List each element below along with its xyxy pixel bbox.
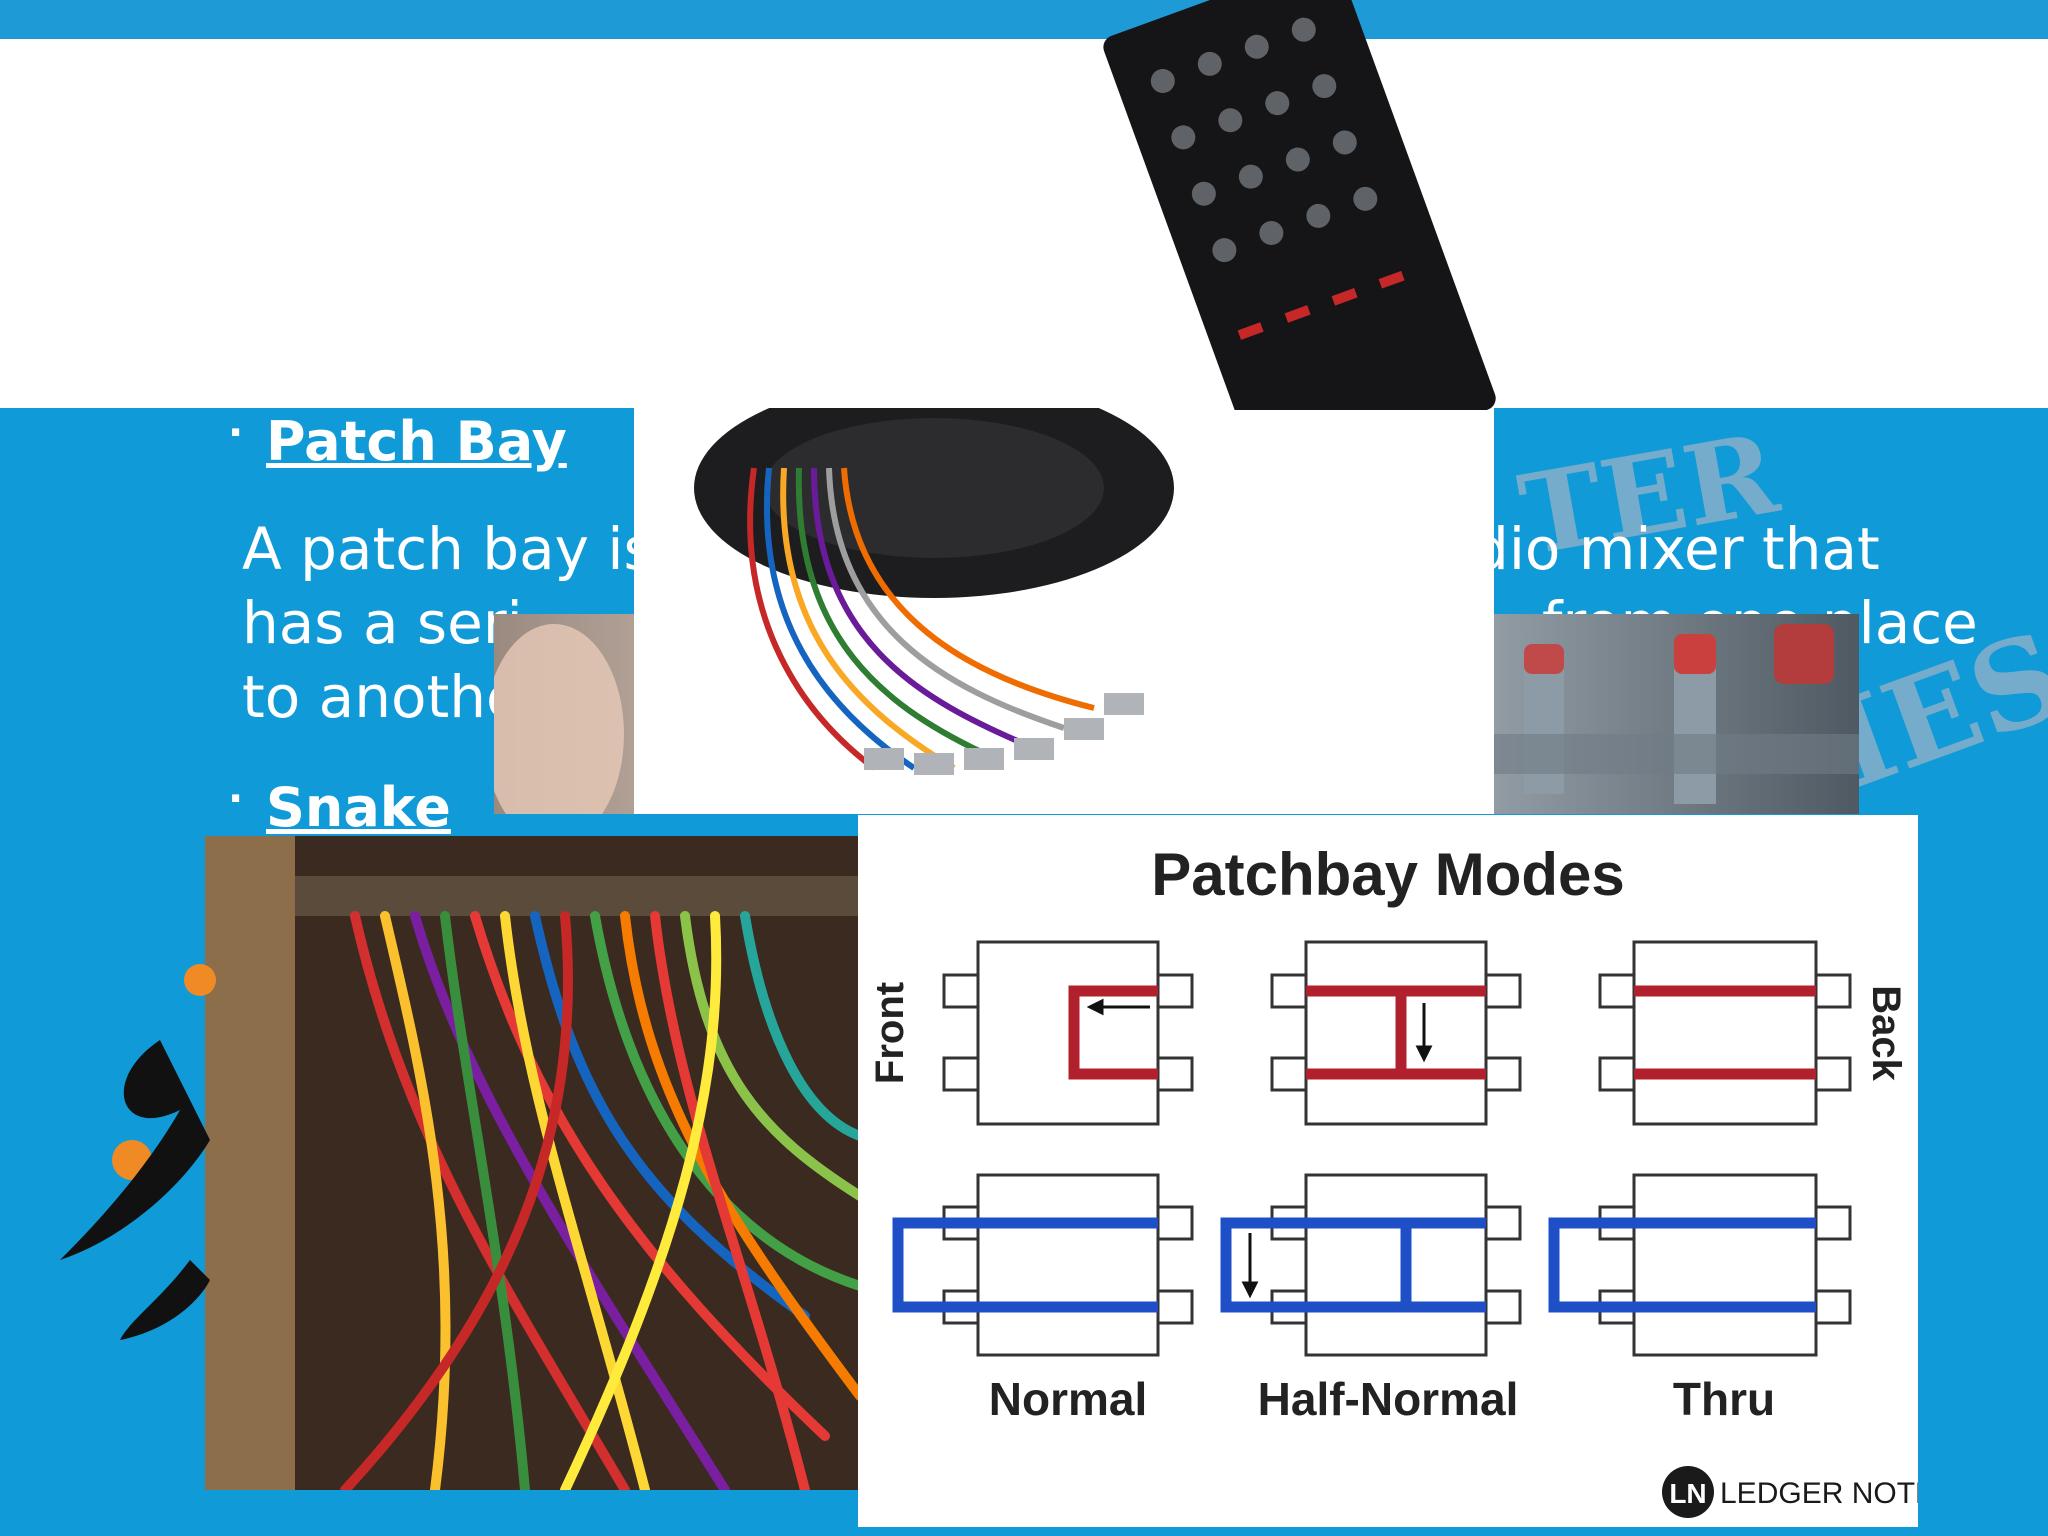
brand-name: LEDGER NOTE <box>1720 1477 1918 1510</box>
bullet-heading: Snake <box>266 776 451 839</box>
half-normal-back-box <box>1304 1173 1488 1357</box>
stage-box-illustration <box>1103 0 1496 410</box>
normal-back-box <box>976 1173 1160 1357</box>
mode-label-half-normal: Half-Normal <box>1258 1373 1519 1425</box>
bullet-marker: · <box>228 410 244 456</box>
mode-label-thru: Thru <box>1673 1373 1775 1425</box>
bullet-body-line: A patch bay is <box>242 515 654 583</box>
snake-product-photo <box>634 378 1494 814</box>
bullet-marker: · <box>228 776 244 822</box>
back-signal-paths <box>892 1217 1816 1313</box>
patchbay-modes-svg: Patchbay Modes Front Back <box>868 841 1935 1518</box>
bullet-body-line: dio mixer that <box>1472 515 1880 583</box>
bullet-body-line: has a seri <box>242 589 523 657</box>
rack-cables-illustration <box>205 836 860 1490</box>
patchbay-modes-diagram: Patchbay Modes Front Back <box>858 815 1935 1527</box>
snake-illustration <box>694 378 1174 775</box>
bullet-body-line: to anothe <box>242 663 522 731</box>
thru-back-box <box>1632 1173 1818 1357</box>
mode-label-normal: Normal <box>989 1373 1147 1425</box>
bullet-heading: Patch Bay <box>266 410 567 473</box>
front-signal-paths <box>1068 985 1816 1080</box>
brand-badge: LN <box>1669 1478 1706 1509</box>
decorative-logo-art <box>60 964 216 1340</box>
front-label: Front <box>868 982 912 1084</box>
normal-front-box <box>976 940 1160 1126</box>
diagram-title: Patchbay Modes <box>1151 841 1624 908</box>
back-label: Back <box>1864 985 1908 1081</box>
patch-bay-rack-photo <box>205 836 860 1490</box>
ledger-note-brand: LN LEDGER NOTE <box>1662 1466 1935 1518</box>
thru-front-box <box>1632 940 1818 1126</box>
top-accent-bar <box>0 0 2048 39</box>
knobs-illustration <box>484 624 1874 844</box>
signal-arrows <box>1086 998 1433 1299</box>
